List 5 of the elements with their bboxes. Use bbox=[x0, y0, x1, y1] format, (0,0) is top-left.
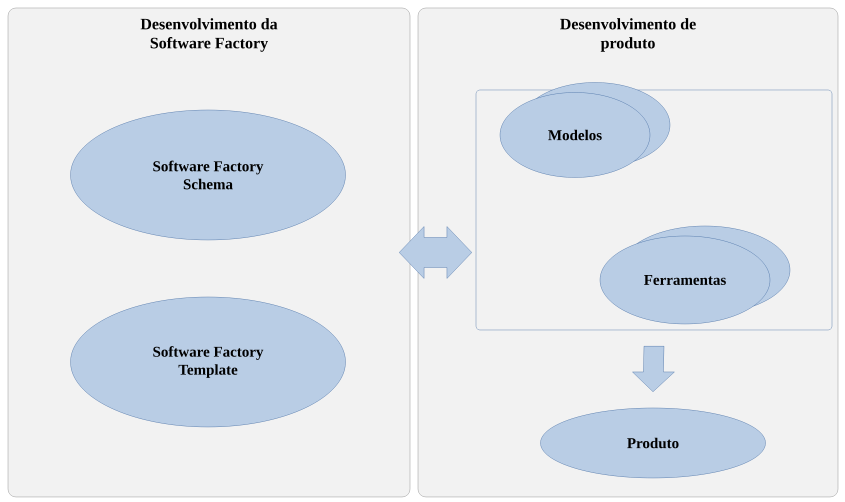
block-arrow bbox=[399, 226, 472, 279]
block-arrow bbox=[632, 346, 675, 392]
stacked-ellipses: Ferramentas bbox=[600, 226, 790, 324]
group-box bbox=[476, 90, 832, 330]
stacked-ellipses: Modelos bbox=[500, 82, 670, 178]
